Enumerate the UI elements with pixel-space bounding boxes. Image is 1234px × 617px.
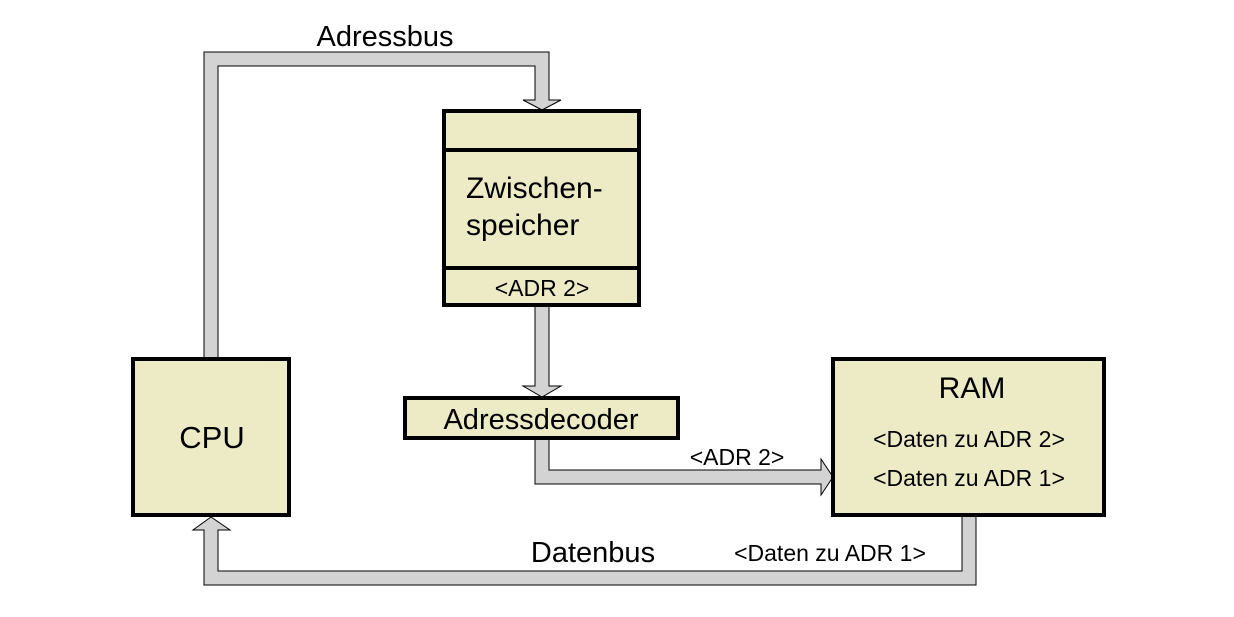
address-decoder-block: [403, 396, 680, 440]
address-bus-arrow: [203, 51, 562, 360]
address-decoder-label: Adressdecoder: [443, 404, 638, 436]
data-bus-arrow: [191, 514, 977, 586]
latch-label-line1: Zwischen-: [466, 172, 603, 205]
latch-label-line2: speicher: [466, 209, 579, 242]
decoder-to-ram-arrow: [534, 438, 834, 497]
address-bus-label: Adressbus: [316, 21, 453, 53]
decoder-output-value: <ADR 2>: [690, 444, 785, 470]
data-bus-value: <Daten zu ADR 1>: [734, 540, 926, 566]
ram-block: [831, 357, 1106, 517]
cpu-block: [131, 357, 291, 517]
cpu-label: CPU: [179, 420, 244, 455]
latch-to-decoder-arrow: [521, 305, 563, 398]
ram-row-adr2: <Daten zu ADR 2>: [873, 426, 1065, 452]
latch-address-value: <ADR 2>: [495, 275, 590, 301]
ram-label: RAM: [939, 372, 1006, 405]
latch-block: [442, 109, 641, 307]
ram-row-adr1: <Daten zu ADR 1>: [873, 465, 1065, 491]
data-bus-label: Datenbus: [531, 537, 655, 569]
